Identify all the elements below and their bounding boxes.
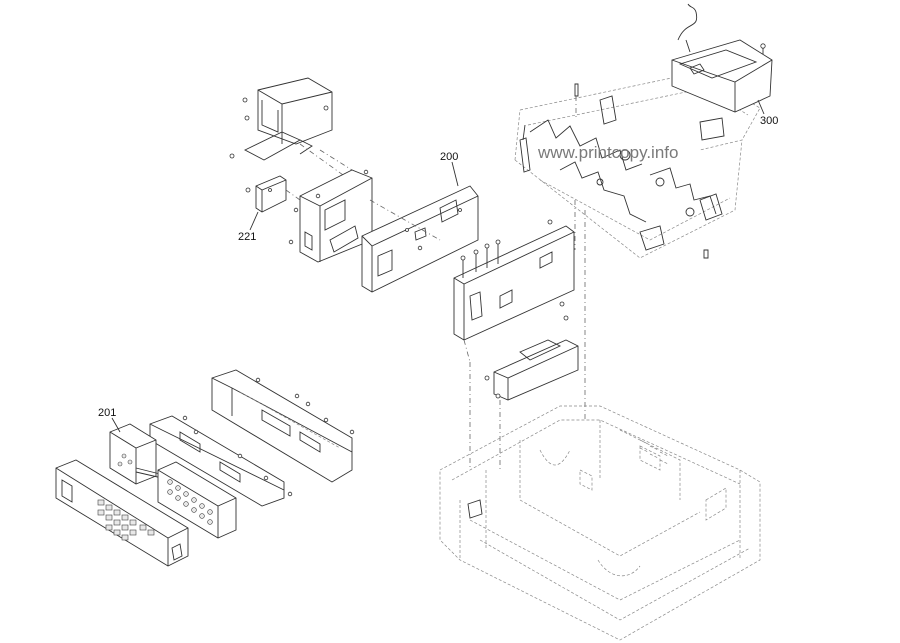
- panel-cover: [55, 459, 189, 567]
- leader-221: [249, 211, 259, 231]
- watermark-text: www.printcopy.info: [537, 143, 678, 162]
- callout-200: 200: [440, 151, 458, 163]
- base-housing: [439, 405, 761, 641]
- small-board-221: [245, 175, 301, 213]
- operation-panel-frame: [211, 369, 355, 483]
- scanner-frame-assembly: [514, 71, 761, 259]
- leader-300: [757, 99, 765, 115]
- callout-221: 221: [238, 231, 256, 243]
- main-board-200: [361, 185, 479, 293]
- scanner-unit-300: [671, 3, 773, 113]
- leader-201: [111, 417, 121, 433]
- control-board-upper: [453, 219, 575, 363]
- leader-200: [451, 161, 459, 187]
- panel-keypad-sheet: [157, 461, 237, 539]
- bracket-assembly: [229, 77, 361, 181]
- callout-201: 201: [98, 407, 116, 419]
- control-board-lower: [469, 301, 579, 470]
- callout-300: 300: [760, 115, 778, 127]
- mid-bracket: [288, 169, 373, 263]
